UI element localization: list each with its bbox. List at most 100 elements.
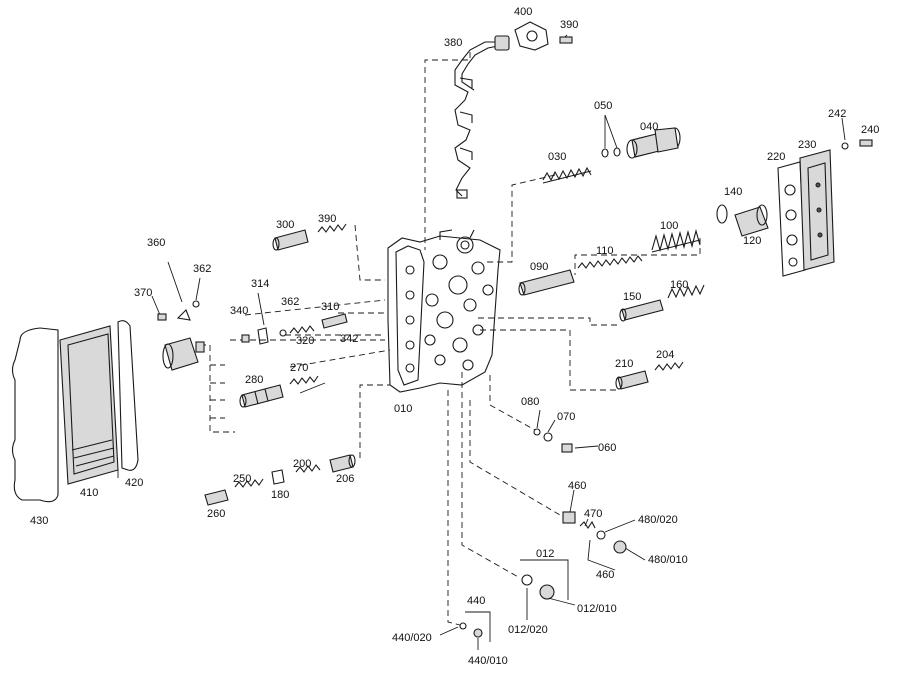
label-070: 070 [557, 411, 575, 423]
label-362-mid: 362 [281, 296, 299, 308]
label-030: 030 [548, 151, 566, 163]
label-110: 110 [596, 245, 614, 257]
label-012: 012 [536, 548, 554, 560]
label-342: 342 [340, 333, 358, 345]
spool-310 [321, 313, 348, 329]
label-010: 010 [394, 403, 412, 415]
label-390-top: 390 [560, 19, 578, 31]
spring-204 [654, 361, 684, 371]
spring-390-left [317, 223, 347, 233]
part-340 [241, 334, 250, 343]
spring-100 [651, 228, 701, 253]
ring-012-020 [521, 574, 533, 586]
plug-206 [329, 454, 356, 473]
part-370 [157, 313, 167, 321]
label-120: 120 [743, 235, 761, 247]
label-230: 230 [798, 139, 816, 151]
label-210: 210 [615, 358, 633, 370]
gasket-430 [11, 327, 59, 503]
label-380: 380 [444, 37, 462, 49]
spool-280 [239, 384, 284, 408]
label-012-010: 012/010 [577, 603, 617, 615]
label-040: 040 [640, 121, 658, 133]
label-240: 240 [861, 124, 879, 136]
label-460-bottom: 460 [596, 569, 614, 581]
label-480-020: 480/020 [638, 514, 678, 526]
o-rings-050 [601, 147, 621, 158]
assembly-lines [200, 52, 701, 626]
label-300: 300 [276, 219, 294, 231]
label-430: 430 [30, 515, 48, 527]
label-012-020: 012/020 [508, 624, 548, 636]
leader-lines [117, 34, 846, 650]
spool-090 [518, 269, 575, 296]
label-440: 440 [467, 595, 485, 607]
sleeve-120 [734, 204, 769, 237]
plug-240 [859, 139, 873, 147]
label-400: 400 [514, 6, 532, 18]
label-440-010: 440/010 [468, 655, 508, 667]
plug-012-010 [539, 584, 555, 600]
cover-plate-400 [514, 21, 549, 51]
label-320: 320 [296, 335, 314, 347]
label-242: 242 [828, 108, 846, 120]
label-310: 310 [321, 301, 339, 313]
oil-pan-410 [59, 325, 119, 485]
plug-460 [562, 511, 576, 524]
label-420: 420 [125, 477, 143, 489]
label-270: 270 [290, 362, 308, 374]
label-440-020: 440/020 [392, 632, 432, 644]
label-100: 100 [660, 220, 678, 232]
part-242 [841, 142, 849, 150]
ball-362-top [192, 300, 200, 308]
solenoid-left [162, 337, 205, 371]
ring-070 [543, 432, 553, 442]
ring-440-020 [459, 622, 467, 630]
clip-314 [257, 327, 269, 345]
spring-160 [667, 284, 705, 299]
part-labels: 400 390 380 050 040 030 242 240 230 220 … [30, 6, 879, 667]
plate-230 [799, 149, 835, 271]
label-150: 150 [623, 291, 641, 303]
label-050: 050 [594, 100, 612, 112]
spool-210 [615, 370, 649, 390]
spool-300 [272, 229, 309, 251]
label-340: 340 [230, 305, 248, 317]
label-200: 200 [293, 458, 311, 470]
label-060: 060 [598, 442, 616, 454]
gasket-420 [117, 320, 139, 471]
label-180: 180 [271, 489, 289, 501]
spool-150 [619, 299, 664, 322]
plug-480-010 [613, 540, 627, 554]
plate-180 [271, 469, 285, 485]
label-080: 080 [521, 396, 539, 408]
ball-362-mid [279, 329, 287, 337]
ball-080 [533, 428, 541, 436]
label-390-left: 390 [318, 213, 336, 225]
spring-200 [295, 464, 321, 473]
label-090: 090 [530, 261, 548, 273]
spring-470 [579, 520, 596, 529]
label-362-top: 362 [193, 263, 211, 275]
ring-480-020 [596, 530, 606, 540]
label-250: 250 [233, 473, 251, 485]
label-280: 280 [245, 374, 263, 386]
valve-body-010 [387, 229, 501, 393]
label-140: 140 [724, 186, 742, 198]
clip-360 [176, 309, 191, 321]
wiring-harness-380 [454, 35, 510, 199]
label-460-top: 460 [568, 480, 586, 492]
label-220: 220 [767, 151, 785, 163]
label-360: 360 [147, 237, 165, 249]
label-410: 410 [80, 487, 98, 499]
label-206: 206 [336, 473, 354, 485]
label-160: 160 [670, 279, 688, 291]
spring-320 [289, 325, 315, 334]
label-260: 260 [207, 508, 225, 520]
plug-440-010 [473, 628, 483, 638]
label-204: 204 [656, 349, 674, 361]
plug-260 [204, 489, 229, 506]
label-370: 370 [134, 287, 152, 299]
o-ring-140 [716, 204, 728, 224]
